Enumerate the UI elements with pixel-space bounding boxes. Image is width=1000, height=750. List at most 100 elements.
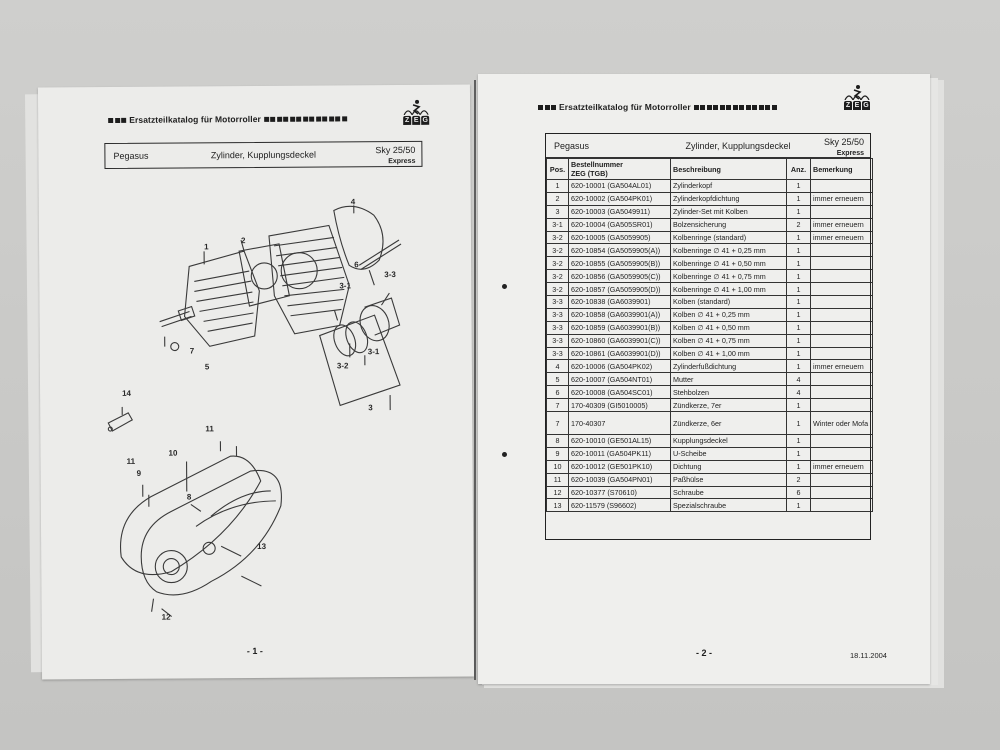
- cell-description: Mutter: [670, 372, 787, 387]
- cell-description: Kolbenringe (standard): [670, 230, 787, 245]
- cell-description: Zündkerze, 6er: [670, 411, 787, 436]
- cell-pos: 10: [546, 459, 569, 474]
- table-row: 5 620-10007 (GA504NT01) Mutter 4: [546, 372, 873, 387]
- cell-pos: 3-1: [546, 217, 569, 232]
- table-row: 3-3 620-10858 (GA6039901(A)) Kolben ∅ 41…: [546, 307, 873, 322]
- cell-qty: 1: [786, 398, 811, 413]
- page-number: - 1 -: [246, 645, 263, 657]
- cell-order-no: 170-40309 (GI5010005): [568, 398, 671, 413]
- cell-order-no: 620-10855 (GA5059905(B)): [568, 256, 671, 271]
- cell-description: Kolben ∅ 41 + 0,50 mm: [670, 320, 787, 335]
- table-row: 7 170-40309 (GI5010005) Zündkerze, 7er 1: [546, 398, 873, 413]
- cell-description: Kupplungsdeckel: [670, 434, 787, 448]
- header-squares-icon: [263, 115, 347, 122]
- cell-qty: 1: [786, 320, 811, 335]
- cell-remark: [810, 372, 873, 387]
- table-row: 6 620-10008 (GA504SC01) Stehbolzen 4: [546, 385, 873, 400]
- page-number: - 2 -: [696, 648, 713, 658]
- table-row: 3-1 620-10004 (GA505SR01) Bolzensicherun…: [546, 217, 873, 232]
- cell-pos: 1: [546, 179, 569, 193]
- cell-description: Kolbenringe ∅ 41 + 0,75 mm: [670, 269, 787, 284]
- cell-remark: [810, 498, 873, 513]
- cell-remark: [810, 485, 873, 500]
- cell-description: Kolbenringe ∅ 41 + 0,50 mm: [670, 256, 787, 271]
- cell-qty: 1: [786, 434, 811, 448]
- cell-description: Kolben ∅ 41 + 0,75 mm: [670, 333, 787, 348]
- cell-remark: [810, 179, 873, 193]
- logo-letter: Z: [844, 101, 852, 110]
- print-date: 18.11.2004: [850, 651, 887, 660]
- cell-qty: 4: [786, 385, 811, 400]
- cell-remark: [810, 472, 873, 487]
- cell-order-no: 620-10007 (GA504NT01): [568, 372, 671, 387]
- table-row: 3-2 620-10854 (GA5059905(A)) Kolbenringe…: [546, 243, 873, 258]
- clutch-cover-diagram: [107, 406, 282, 618]
- table-row: 7 170-40307 Zündkerze, 6er 1 Winter oder…: [546, 411, 873, 436]
- callout-2: 2: [240, 236, 246, 246]
- cell-remark: [810, 346, 873, 361]
- catalog-header-text: Ersatzteilkatalog für Motorroller: [559, 102, 691, 112]
- cell-remark: immer erneuern: [810, 217, 873, 232]
- cell-order-no: 620-10856 (GA5059905(C)): [568, 269, 671, 284]
- cell-qty: 1: [786, 230, 811, 245]
- cell-order-no: 620-10012 (GE501PK10): [568, 459, 671, 474]
- cell-qty: 1: [786, 498, 811, 513]
- callout-8: 8: [186, 492, 192, 502]
- callout-3-2: 3-2: [336, 361, 349, 371]
- cell-qty: 6: [786, 485, 811, 500]
- callout-3-3: 3-3: [384, 270, 396, 280]
- cell-order-no: 620-10006 (GA504PK02): [568, 359, 671, 374]
- callout-3-1: 3-1: [339, 281, 351, 291]
- cell-description: Stehbolzen: [670, 385, 787, 400]
- cell-order-no: 620-10860 (GA6039901(C)): [568, 333, 671, 348]
- col-header-pos: Pos.: [546, 158, 569, 180]
- cell-remark: [810, 269, 873, 284]
- cell-order-no: 620-10857 (GA5059905(D)): [568, 282, 671, 297]
- cell-remark: immer erneuern: [810, 359, 873, 374]
- parts-table: Pos. Bestellnummer ZEG (TGB) Beschreibun…: [546, 158, 873, 513]
- header-squares-icon: [538, 104, 556, 110]
- catalog-header: Ersatzteilkatalog für Motorroller: [108, 113, 347, 125]
- cell-description: Dichtung: [670, 459, 787, 474]
- cell-pos: 3-2: [546, 256, 569, 271]
- cell-remark: Winter oder Mofa: [810, 411, 873, 436]
- cell-description: Bolzensicherung: [670, 217, 787, 232]
- cell-pos: 8: [546, 434, 569, 448]
- cell-pos: 3-2: [546, 230, 569, 245]
- col-header-remark: Bemerkung: [810, 158, 873, 180]
- zeg-logo-icon: Z E G: [844, 84, 870, 110]
- cell-qty: 2: [786, 217, 811, 232]
- variant-label: Sky 25/50 Express: [824, 136, 864, 160]
- table-row: 3 620-10003 (GA5049911) Zylinder-Set mit…: [546, 204, 873, 219]
- cell-qty: 1: [786, 269, 811, 284]
- logo-letter: Z: [403, 115, 412, 125]
- order-no-label: Bestellnummer: [571, 160, 623, 169]
- catalog-header: Ersatzteilkatalog für Motorroller: [538, 102, 777, 112]
- title-box: Pegasus Zylinder, Kupplungsdeckel Sky 25…: [104, 140, 423, 170]
- cell-remark: [810, 282, 873, 297]
- cell-qty: 1: [786, 256, 811, 271]
- cell-order-no: 620-10008 (GA504SC01): [568, 385, 671, 400]
- cell-pos: 3-3: [546, 346, 569, 361]
- punch-hole: [502, 284, 507, 289]
- callout-12: 12: [161, 612, 171, 622]
- cell-description: Kolben ∅ 41 + 0,25 mm: [670, 307, 787, 322]
- cell-description: Kolben ∅ 41 + 1,00 mm: [670, 346, 787, 361]
- cell-pos: 13: [546, 498, 569, 513]
- cell-description: U-Scheibe: [670, 446, 787, 461]
- variant-label: Sky 25/50 Express: [375, 144, 415, 168]
- callout-3-1: 3-1: [367, 347, 380, 357]
- cell-qty: 4: [786, 372, 811, 387]
- cell-description: Kolbenringe ∅ 41 + 0,25 mm: [670, 243, 787, 258]
- cell-qty: 1: [786, 359, 811, 374]
- cell-remark: immer erneuern: [810, 230, 873, 245]
- col-header-order-no: Bestellnummer ZEG (TGB): [568, 158, 671, 180]
- cell-pos: 12: [546, 485, 569, 500]
- cell-order-no: 620-10859 (GA6039901(B)): [568, 320, 671, 335]
- callout-10: 10: [168, 448, 178, 458]
- callout-4: 4: [350, 197, 356, 207]
- cell-order-no: 620-10011 (GA504PK11): [568, 446, 671, 461]
- cell-pos: 3-2: [546, 282, 569, 297]
- cell-order-no: 620-10010 (GE501AL15): [568, 434, 671, 448]
- cell-order-no: 620-10002 (GA504PK01): [568, 191, 671, 206]
